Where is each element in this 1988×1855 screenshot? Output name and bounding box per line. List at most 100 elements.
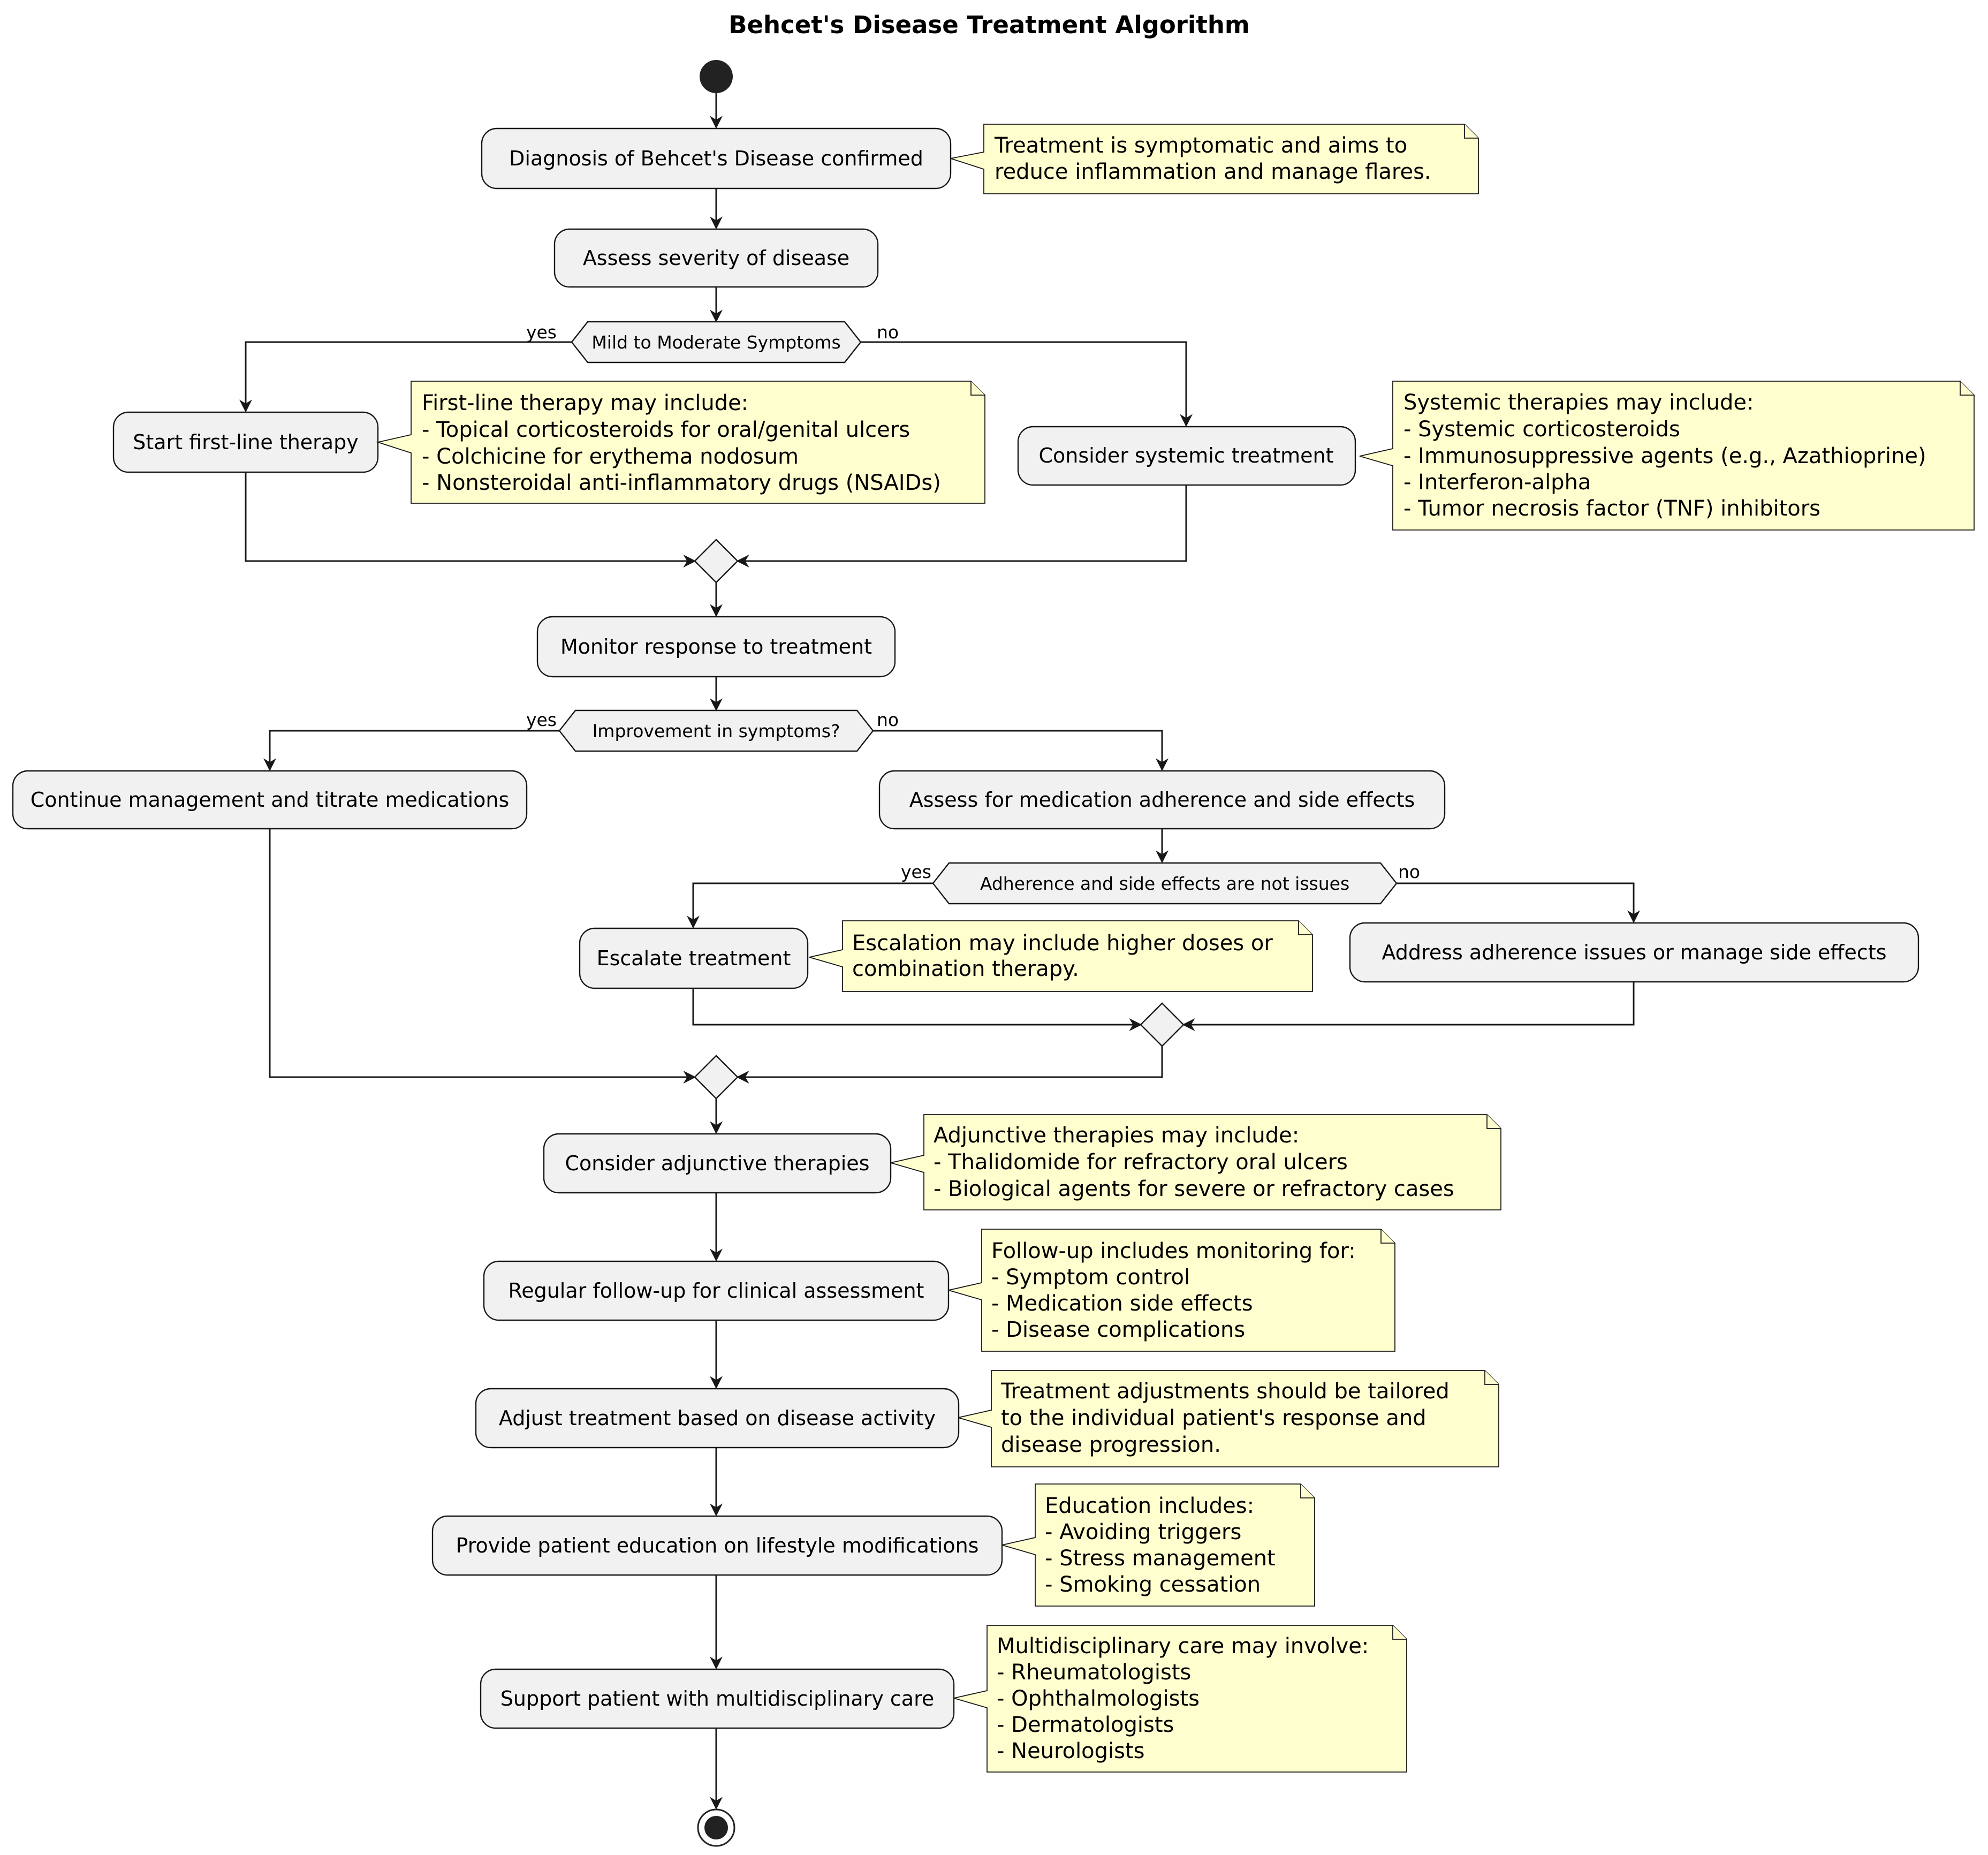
note-line: - Biological agents for severe or refrac… bbox=[934, 1177, 1454, 1201]
note-multidisciplinary: Multidisciplinary care may involve: - Rh… bbox=[953, 1625, 1407, 1773]
activity-label: Start first-line therapy bbox=[133, 430, 358, 454]
note-adjust: Treatment adjustments should be tailored… bbox=[958, 1370, 1499, 1467]
note-adjunctive: Adjunctive therapies may include: - Thal… bbox=[890, 1114, 1501, 1210]
activity-label: Support patient with multidisciplinary c… bbox=[500, 1687, 935, 1710]
note-line: - Avoiding triggers bbox=[1045, 1520, 1241, 1544]
activity-education: Provide patient education on lifestyle m… bbox=[431, 1515, 1003, 1576]
note-escalate: Escalation may include higher doses or c… bbox=[809, 920, 1313, 992]
note-text: Education includes: - Avoiding triggers … bbox=[1045, 1494, 1282, 1597]
branch-label-no: no bbox=[877, 322, 899, 343]
edge-escalate-merge bbox=[692, 988, 1142, 1031]
activity-label: Regular follow-up for clinical assessmen… bbox=[509, 1279, 924, 1303]
note-line: - Interferon-alpha bbox=[1403, 470, 1591, 495]
activity-adjust: Adjust treatment based on disease activi… bbox=[475, 1388, 960, 1449]
activity-label: Assess severity of disease bbox=[583, 246, 849, 270]
note-line: Multidisciplinary care may involve: bbox=[997, 1634, 1369, 1659]
activity-multidisciplinary: Support patient with multidisciplinary c… bbox=[480, 1668, 955, 1729]
note-line: - Thalidomide for refractory oral ulcers bbox=[934, 1150, 1348, 1175]
note-text: Systemic therapies may include: - System… bbox=[1403, 390, 1933, 521]
note-line: - Disease complications bbox=[991, 1318, 1245, 1342]
edge-adherence-no bbox=[1397, 882, 1640, 923]
merge-diamond-3 bbox=[694, 1055, 739, 1100]
end-node bbox=[697, 1808, 735, 1847]
edge-adherence-yes bbox=[687, 882, 933, 929]
activity-address-adherence: Address adherence issues or manage side … bbox=[1349, 922, 1919, 983]
decision-label: Adherence and side effects are not issue… bbox=[980, 873, 1349, 894]
activity-first-line: Start first-line therapy bbox=[112, 411, 379, 473]
note-line: First-line therapy may include: bbox=[422, 391, 748, 415]
decision-severity: Mild to Moderate Symptoms bbox=[571, 321, 862, 364]
activity-label: Assess for medication adherence and side… bbox=[909, 788, 1415, 812]
note-line: - Dermatologists bbox=[997, 1713, 1174, 1737]
note-line: combination therapy. bbox=[852, 957, 1079, 981]
diagram-title: Behcet's Disease Treatment Algorithm bbox=[729, 11, 1250, 39]
edge-firstline-merge bbox=[245, 472, 696, 567]
edge-systemic-merge bbox=[736, 485, 1187, 567]
decision-label: Mild to Moderate Symptoms bbox=[591, 332, 840, 353]
note-line: - Medication side effects bbox=[991, 1291, 1253, 1316]
edge-severity-no bbox=[861, 341, 1193, 427]
note-line: - Topical corticosteroids for oral/genit… bbox=[422, 418, 910, 442]
note-text: Multidisciplinary care may involve: - Rh… bbox=[997, 1634, 1376, 1763]
activity-label: Diagnosis of Behcet's Disease confirmed bbox=[509, 147, 923, 170]
edge-address-merge bbox=[1182, 982, 1635, 1031]
activity-monitor: Monitor response to treatment bbox=[536, 616, 896, 678]
edge-improve-yes bbox=[263, 730, 559, 771]
note-diagnosis: Treatment is symptomatic and aims to red… bbox=[950, 124, 1479, 194]
note-line: - Neurologists bbox=[997, 1739, 1145, 1763]
note-followup: Follow-up includes monitoring for: - Sym… bbox=[948, 1229, 1395, 1352]
note-line: - Tumor necrosis factor (TNF) inhibitors bbox=[1403, 496, 1820, 521]
merge-diamond-2 bbox=[1140, 1002, 1185, 1047]
note-line: Education includes: bbox=[1045, 1494, 1254, 1518]
branch-label-yes: yes bbox=[901, 861, 931, 882]
activity-adjunctive: Consider adjunctive therapies bbox=[543, 1133, 892, 1194]
note-line: Escalation may include higher doses or bbox=[852, 931, 1273, 956]
activity-label: Adjust treatment based on disease activi… bbox=[499, 1406, 936, 1430]
decision-adherence: Adherence and side effects are not issue… bbox=[932, 862, 1398, 905]
activity-assess-severity: Assess severity of disease bbox=[553, 228, 879, 288]
note-line: - Stress management bbox=[1045, 1546, 1276, 1571]
merge-diamond-1 bbox=[694, 539, 739, 584]
note-line: - Nonsteroidal anti-inflammatory drugs (… bbox=[422, 471, 941, 495]
note-text: Treatment adjustments should be tailored… bbox=[1000, 1379, 1456, 1457]
activity-label: Provide patient education on lifestyle m… bbox=[456, 1534, 979, 1557]
activity-diagnosis: Diagnosis of Behcet's Disease confirmed bbox=[481, 127, 952, 190]
note-line: Adjunctive therapies may include: bbox=[934, 1123, 1299, 1148]
start-node bbox=[700, 60, 733, 93]
note-text: Adjunctive therapies may include: - Thal… bbox=[934, 1123, 1454, 1201]
note-text: Follow-up includes monitoring for: - Sym… bbox=[991, 1239, 1362, 1342]
note-line: - Systemic corticosteroids bbox=[1403, 417, 1680, 442]
note-systemic: Systemic therapies may include: - System… bbox=[1359, 381, 1975, 531]
branch-label-yes: yes bbox=[526, 709, 557, 730]
branch-label-yes: yes bbox=[526, 322, 557, 343]
edge-improve-no bbox=[873, 730, 1168, 771]
branch-label-no: no bbox=[877, 709, 899, 730]
branch-label-no: no bbox=[1398, 861, 1420, 882]
activity-label: Continue management and titrate medicati… bbox=[31, 788, 510, 812]
note-line: disease progression. bbox=[1001, 1433, 1221, 1457]
activity-label: Monitor response to treatment bbox=[560, 635, 872, 658]
note-text: First-line therapy may include: - Topica… bbox=[422, 391, 941, 495]
note-line: reduce inflammation and manage flares. bbox=[995, 160, 1431, 184]
activity-label: Address adherence issues or manage side … bbox=[1382, 941, 1886, 964]
note-text: Treatment is symptomatic and aims to red… bbox=[994, 133, 1431, 184]
note-line: - Smoking cessation bbox=[1045, 1572, 1261, 1597]
note-line: Systemic therapies may include: bbox=[1403, 390, 1754, 415]
decision-improvement: Improvement in symptoms? bbox=[558, 709, 874, 752]
activity-label: Consider systemic treatment bbox=[1039, 444, 1334, 467]
note-line: Follow-up includes monitoring for: bbox=[991, 1239, 1356, 1263]
activity-systemic: Consider systemic treatment bbox=[1017, 426, 1356, 486]
edge-merge2-merge3 bbox=[736, 1046, 1163, 1084]
note-line: - Symptom control bbox=[991, 1265, 1190, 1290]
note-line: Treatment adjustments should be tailored bbox=[1000, 1379, 1450, 1404]
note-line: - Immunosuppressive agents (e.g., Azathi… bbox=[1403, 444, 1926, 468]
note-line: Treatment is symptomatic and aims to bbox=[994, 133, 1407, 158]
note-line: to the individual patient's response and bbox=[1001, 1406, 1426, 1430]
activity-escalate: Escalate treatment bbox=[579, 927, 809, 989]
activity-assess-adherence: Assess for medication adherence and side… bbox=[878, 770, 1446, 830]
activity-continue-management: Continue management and titrate medicati… bbox=[12, 770, 528, 830]
activity-label: Escalate treatment bbox=[597, 947, 791, 970]
note-first-line: First-line therapy may include: - Topica… bbox=[376, 381, 985, 504]
note-line: - Rheumatologists bbox=[997, 1660, 1191, 1685]
activity-followup: Regular follow-up for clinical assessmen… bbox=[483, 1260, 950, 1321]
